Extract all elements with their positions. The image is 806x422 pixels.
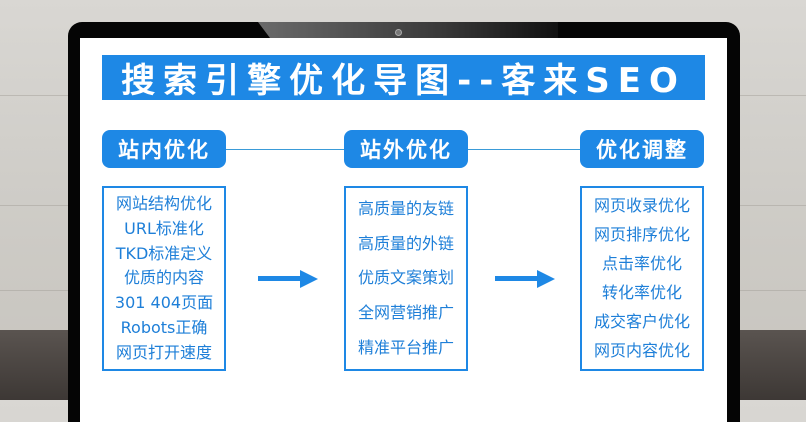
connector-line-2 [468, 149, 580, 150]
diagram-title: 搜索引擎优化导图--客来SEO [102, 55, 705, 101]
list-item: 网站结构优化 [115, 194, 212, 214]
camera-icon [395, 29, 402, 36]
list-item: 网页排序优化 [593, 225, 690, 245]
list-item: TKD标准定义 [115, 243, 213, 263]
list-item: 网页打开速度 [115, 342, 212, 362]
right-arrow-icon [258, 270, 318, 288]
list-item: 优质文案策划 [357, 268, 454, 288]
bezel-glare [258, 22, 558, 38]
header-optimization-adjustment: 优化调整 [580, 130, 704, 168]
list-item: 网页收录优化 [593, 196, 690, 216]
list-item: 转化率优化 [601, 282, 682, 302]
connector-line-1 [226, 149, 344, 150]
list-item: 成交客户优化 [593, 311, 690, 331]
offsite-optimization-list: 高质量的友链 高质量的外链 优质文案策划 全网营销推广 精准平台推广 [344, 186, 468, 371]
header-offsite-optimization: 站外优化 [344, 130, 468, 168]
laptop-frame: 搜索引擎优化导图--客来SEO 站内优化 站外优化 优化调整 网站结构优化 UR… [68, 22, 740, 422]
optimization-adjustment-list: 网页收录优化 网页排序优化 点击率优化 转化率优化 成交客户优化 网页内容优化 [580, 186, 704, 371]
list-item: 精准平台推广 [357, 337, 454, 357]
list-item: 点击率优化 [601, 254, 682, 274]
list-item: Robots正确 [120, 317, 208, 337]
list-item: 高质量的友链 [357, 199, 454, 219]
list-item: 网页内容优化 [593, 340, 690, 360]
laptop-screen: 搜索引擎优化导图--客来SEO 站内优化 站外优化 优化调整 网站结构优化 UR… [80, 38, 727, 422]
list-item: 优质的内容 [123, 268, 204, 288]
right-arrow-icon [495, 270, 555, 288]
list-item: 301 404页面 [114, 293, 214, 313]
list-item: 高质量的外链 [357, 233, 454, 253]
onsite-optimization-list: 网站结构优化 URL标准化 TKD标准定义 优质的内容 301 404页面 Ro… [102, 186, 226, 371]
list-item: 全网营销推广 [357, 303, 454, 323]
list-item: URL标准化 [124, 219, 204, 239]
header-onsite-optimization: 站内优化 [102, 130, 226, 168]
